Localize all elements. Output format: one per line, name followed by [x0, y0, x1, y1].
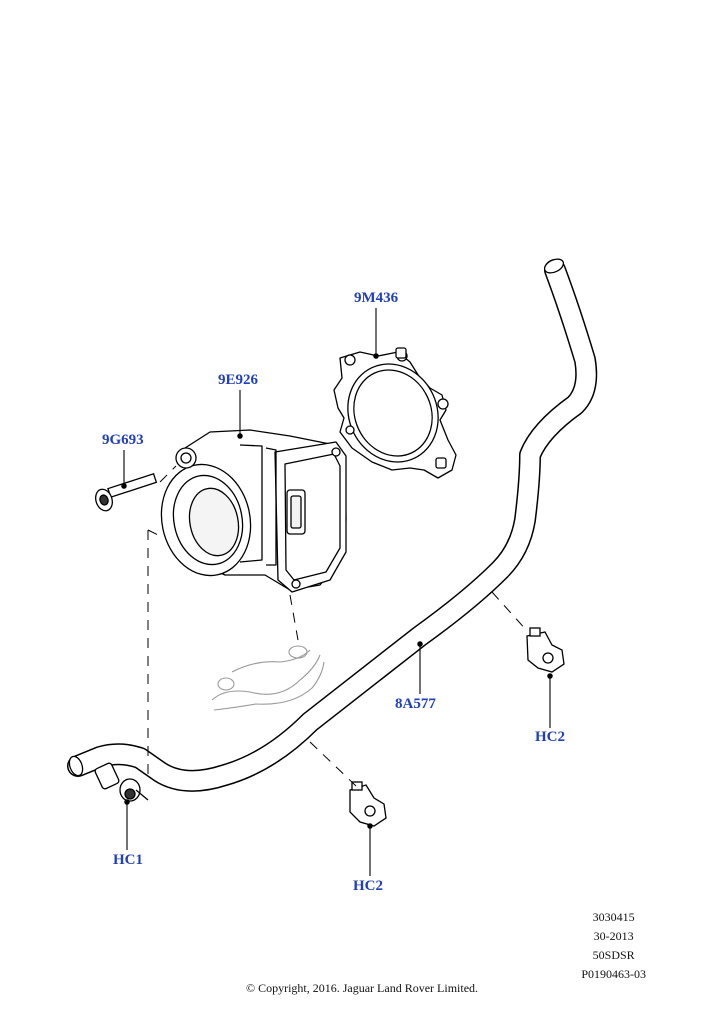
callout-throttle-body[interactable]: 9E926 — [218, 372, 259, 388]
assembly-dashed-lines — [147, 465, 529, 787]
throttle-body[interactable] — [151, 429, 347, 593]
callout-hose[interactable]: 8A577 — [395, 696, 436, 712]
coolant-hose[interactable] — [67, 256, 598, 792]
reference-block: 3030415 30-2013 50SDSR P0190463-03 — [581, 908, 646, 984]
reference-line-1: 3030415 — [592, 910, 635, 924]
gasket[interactable] — [332, 347, 457, 479]
callout-bolt[interactable]: 9G693 — [102, 432, 144, 448]
copyright-notice: © Copyright, 2016. Jaguar Land Rover Lim… — [245, 981, 479, 995]
callout-clip-hc1[interactable]: HC1 — [113, 852, 143, 868]
reference-line-4: P0190463-03 — [581, 967, 646, 981]
reference-line-3: 50SDSR — [592, 948, 635, 962]
bolt[interactable] — [93, 472, 158, 513]
callout-clip-hc2-right[interactable]: HC2 — [535, 729, 565, 745]
clip-hc2-center-graphic[interactable] — [349, 781, 387, 827]
reference-line-2: 30-2013 — [593, 929, 634, 943]
leader-lines — [121, 308, 553, 876]
clip-hc1-graphic[interactable] — [119, 778, 149, 802]
clip-hc2-right-graphic[interactable] — [526, 627, 565, 673]
callout-clip-hc2-center[interactable]: HC2 — [353, 878, 383, 894]
ghost-hose-outline — [211, 645, 325, 711]
callout-gasket[interactable]: 9M436 — [354, 290, 399, 306]
